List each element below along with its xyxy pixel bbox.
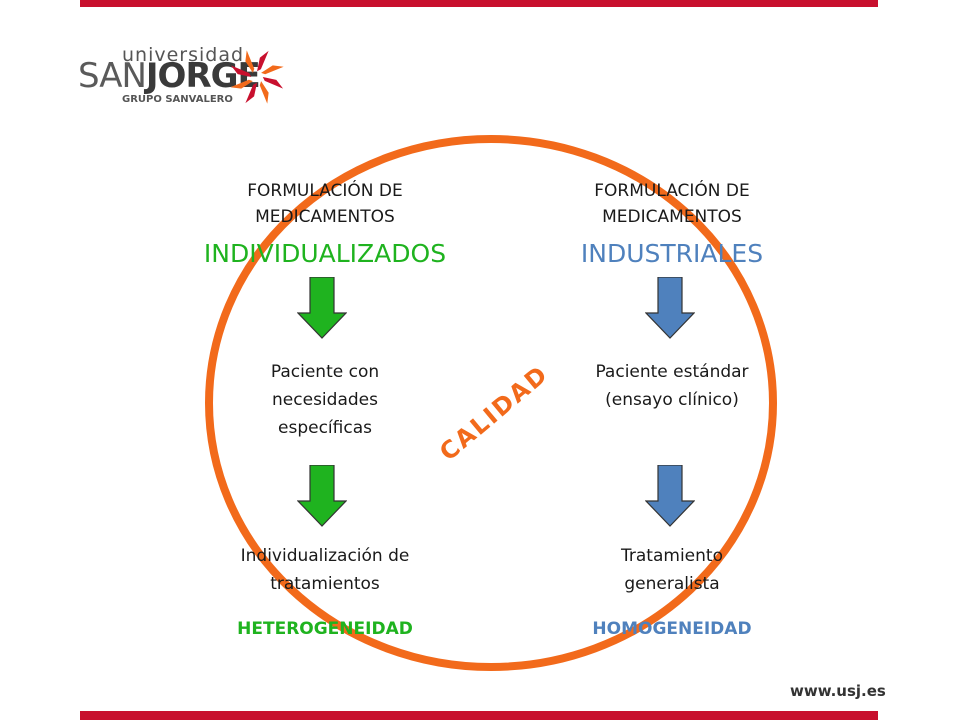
star-petal — [257, 50, 269, 72]
right-title: INDUSTRIALES — [580, 239, 764, 268]
right-bottom: Tratamiento generalista — [621, 546, 723, 594]
left-down-arrow-icon-1 — [297, 277, 347, 339]
logo-name: SANJORGE — [78, 56, 261, 96]
logo-subtitle: GRUPO SANVALERO — [122, 94, 233, 105]
star-petal — [230, 65, 252, 77]
left-heading: FORMULACIÓN DE MEDICAMENTOS — [247, 181, 403, 227]
star-petal — [245, 50, 255, 73]
logo-name-part1: SAN — [78, 56, 147, 96]
star-petal — [230, 79, 253, 89]
star-petal — [261, 65, 284, 75]
logo-top-word: universidad — [122, 44, 245, 66]
star-petal — [259, 81, 269, 104]
university-logo: universidad SANJORGE GRUPO SANVALERO — [78, 44, 288, 110]
right-heading: FORMULACIÓN DE MEDICAMENTOS — [594, 181, 750, 227]
website-url: www.usj.es — [790, 682, 886, 700]
right-down-arrow-icon-2 — [645, 465, 695, 527]
right-middle: Paciente estándar (ensayo clínico) — [595, 362, 749, 410]
logo-name-part2: JORGE — [145, 56, 261, 96]
right-footer: HOMOGENEIDAD — [592, 619, 752, 639]
star-petal — [262, 77, 284, 89]
right-down-arrow-icon-1 — [645, 277, 695, 339]
star-logo-icon — [230, 50, 284, 104]
bottom-accent-bar — [80, 711, 878, 720]
left-middle: Paciente con necesidades específicas — [270, 362, 380, 438]
left-bottom: Individualización de tratamientos — [240, 546, 410, 594]
left-down-arrow-icon-2 — [297, 465, 347, 527]
top-accent-bar — [80, 0, 878, 7]
left-title: INDIVIDUALIZADOS — [203, 239, 447, 268]
star-petal — [245, 82, 257, 104]
left-footer: HETEROGENEIDAD — [237, 619, 413, 639]
